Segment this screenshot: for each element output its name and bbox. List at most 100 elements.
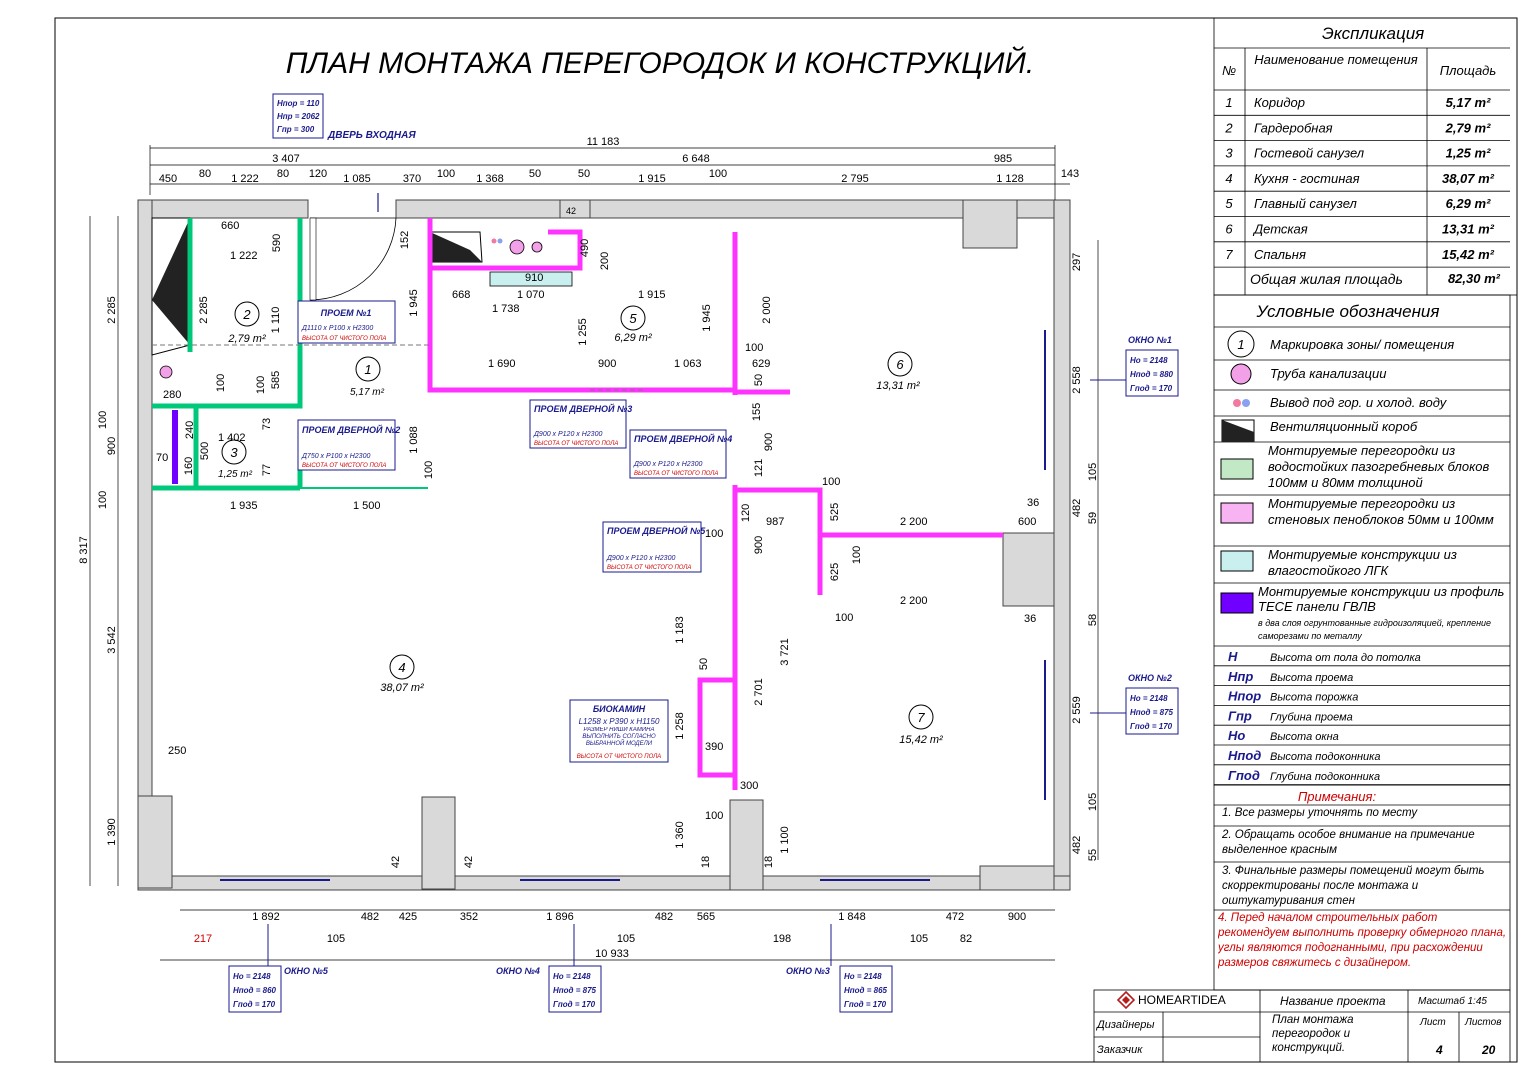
dim-top-row: 100 xyxy=(709,168,727,180)
abbr-symbol: Hпор xyxy=(1228,689,1261,704)
sheets-label: Листов xyxy=(1464,1017,1501,1028)
dim-top-row: 1 915 xyxy=(638,173,666,185)
dim-inner: 660 xyxy=(221,220,239,232)
dim-right: 2 558 xyxy=(1071,366,1083,394)
window-param: Hо = 2148 xyxy=(844,972,882,981)
entrance-door-swing xyxy=(309,217,397,301)
abbr-text: Высота подоконника xyxy=(1270,751,1380,763)
wall-column-center xyxy=(729,799,764,891)
window-param: Hо = 2148 xyxy=(1130,356,1168,365)
dim-inner: 280 xyxy=(163,389,181,401)
dim-inner: 625 xyxy=(829,563,841,581)
dim-inner: 1 690 xyxy=(488,358,516,370)
explication-row-area: 15,42 m² xyxy=(1442,247,1495,262)
dim-inner: 100 xyxy=(423,461,435,479)
total-label: Общая жилая площадь xyxy=(1250,271,1403,287)
dim-inner: 2 285 xyxy=(198,296,210,324)
top-dimensions: 11 183 3 407 6 648 985 450 80 1 222 80 1… xyxy=(159,136,1079,216)
sheets-count: 20 xyxy=(1481,1043,1496,1057)
dim-inner: 1 935 xyxy=(230,500,258,512)
explication-row-area: 1,25 m² xyxy=(1446,146,1491,161)
explication-row-no: 5 xyxy=(1225,196,1233,211)
dim-top-row: 1 128 xyxy=(996,173,1024,185)
dim-bottom: 472 xyxy=(946,911,964,923)
dim-inner: 1 110 xyxy=(270,307,282,334)
pink-swatch xyxy=(1220,502,1254,524)
dim-inner: 590 xyxy=(271,234,283,252)
pipe-icon xyxy=(1230,363,1252,385)
dim-inner: 2 701 xyxy=(753,678,765,706)
explication-row-no: 7 xyxy=(1225,247,1233,262)
abbr-text: Высота проема xyxy=(1270,672,1353,684)
room-1-area: 5,17 m² xyxy=(350,387,385,398)
abbr-text: Глубина проема xyxy=(1270,711,1353,723)
pink-partition-6 xyxy=(735,487,1003,538)
window-param: Hпод = 875 xyxy=(1130,708,1174,717)
dim-top-row: 1 085 xyxy=(343,173,371,185)
wall-column-left xyxy=(137,795,173,889)
dim-inner: 100 xyxy=(851,546,863,564)
dim-inner: 2 000 xyxy=(761,296,773,324)
dim-right: 58 xyxy=(1087,614,1099,626)
col-no: № xyxy=(1222,63,1236,78)
dim-left: 3 542 xyxy=(106,626,118,654)
opening-5: ПРОЕМ ДВЕРНОЙ №5 Д900 х Р120 х Н2300 ВЫС… xyxy=(602,521,706,573)
explication-row-name: Кухня - гостиная xyxy=(1254,171,1360,186)
window-5-info: ОКНО №5 Hо = 2148 Hпод = 860 Гпод = 170 xyxy=(228,924,329,1013)
dim-left: 2 285 xyxy=(106,296,118,324)
dim-inner: 600 xyxy=(1018,516,1036,528)
dim-top-row: 1 222 xyxy=(231,173,259,185)
room-3-no: 3 xyxy=(230,445,238,460)
note-2: 2. Обращать особое внимание на примечани… xyxy=(1222,829,1475,856)
pink-partition-2 xyxy=(430,229,583,271)
note-1: 1. Все размеры уточнять по месту xyxy=(1222,807,1418,819)
dim-inner: 1 915 xyxy=(638,289,666,301)
dim-inner: 490 xyxy=(579,239,591,257)
right-dimensions: 297 2 558 105 482 59 58 2 559 105 482 55 xyxy=(1071,253,1099,861)
dim-inner: 525 xyxy=(829,503,841,521)
sheet-label: Лист xyxy=(1419,1017,1446,1028)
designers-label: Дизайнеры xyxy=(1095,1019,1154,1031)
dim-bottom: 482 xyxy=(655,911,673,923)
dim-inner: 70 xyxy=(156,452,168,464)
dim-inner: 1 063 xyxy=(674,358,702,370)
explication-row-name: Коридор xyxy=(1254,95,1305,110)
window-param: Hпод = 865 xyxy=(844,986,888,995)
window-param: Hпод = 875 xyxy=(553,986,597,995)
dim-inner: 1 100 xyxy=(779,826,791,854)
dim-top-total: 11 183 xyxy=(587,136,620,148)
room-2-no: 2 xyxy=(242,307,251,322)
legend-text: Вентиляционный короб xyxy=(1270,419,1418,434)
dim-inner: 100 xyxy=(705,810,723,822)
abbr-symbol: H xyxy=(1228,649,1238,664)
vent-shade-left xyxy=(152,218,190,345)
dim-inner: 1 258 xyxy=(674,712,686,740)
room-5-no: 5 xyxy=(629,311,637,326)
biofireplace-title: БИОКАМИН xyxy=(593,704,646,714)
sheet-number: 4 xyxy=(1435,1043,1443,1057)
room-6-area: 13,31 m² xyxy=(876,380,920,392)
dim-inner: 1 183 xyxy=(674,616,686,644)
opening-note: ВЫСОТА ОТ ЧИСТОГО ПОЛА xyxy=(302,463,386,469)
room-5-area: 6,29 m² xyxy=(614,332,652,344)
dim-inner: 50 xyxy=(698,658,710,670)
opening-title: ПРОЕМ ДВЕРНОЙ №5 xyxy=(607,525,706,536)
note-4: 4. Перед началом строительных работ реко… xyxy=(1218,912,1507,969)
dim-top-a: 3 407 xyxy=(272,153,300,165)
dim-inner: 160 xyxy=(183,457,195,475)
opening-size: Д1110 х Р100 х Н2300 xyxy=(301,325,373,332)
dim-bottom: 352 xyxy=(460,911,478,923)
abbr-symbol: Гпр xyxy=(1228,708,1252,723)
dim-top-row: 2 795 xyxy=(841,173,869,185)
dim-bottom: 1 896 xyxy=(546,911,574,923)
wall-column-topright xyxy=(962,199,1018,249)
explication-row-no: 1 xyxy=(1225,95,1232,110)
violet-tece xyxy=(172,410,178,484)
legend-text: Вывод под гор. и холод. воду xyxy=(1270,395,1448,410)
dim-top-row: 120 xyxy=(309,168,327,180)
dim-inner: 36 xyxy=(1027,497,1039,509)
opening-size: Д750 х Р100 х Н2300 xyxy=(301,453,370,460)
dim-left: 900 xyxy=(106,437,118,455)
